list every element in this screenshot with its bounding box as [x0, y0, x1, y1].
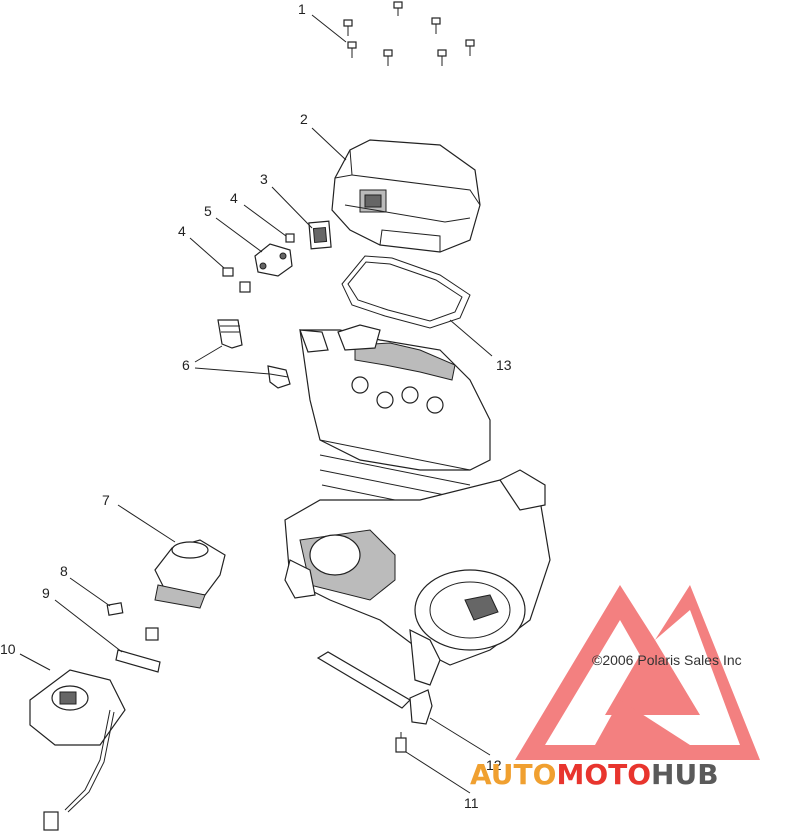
callout-13: 13: [496, 357, 512, 373]
callout-4a: 4: [230, 190, 238, 206]
sensor-upper: [217, 319, 243, 349]
bolt-8: [106, 602, 159, 641]
sensor-lower: [267, 365, 291, 389]
copyright-text: ©2006 Polaris Sales Inc: [592, 652, 742, 668]
bolt-11: [395, 732, 407, 753]
callout-9: 9: [42, 585, 50, 601]
nut: [239, 281, 251, 293]
callout-8: 8: [60, 563, 68, 579]
leader-lines: [19, 14, 493, 794]
watermark-text: AUTOMOTOHUB: [470, 758, 719, 791]
pickup-assembly: [29, 669, 126, 831]
watermark-moto: MOTO: [556, 758, 651, 791]
bolts-group: [343, 1, 475, 66]
callout-3: 3: [260, 171, 268, 187]
callout-6: 6: [182, 357, 190, 373]
callout-10: 10: [0, 641, 16, 657]
cover-plate: [308, 220, 332, 250]
valve-cover: [331, 139, 481, 253]
callouts: 1 2 3 4 5 4 6 7 8 9 10 12 11 13: [0, 1, 512, 811]
callout-11: 11: [464, 795, 479, 811]
small-bolt-4a: [285, 233, 295, 243]
callout-5: 5: [204, 203, 212, 219]
engine-block: [284, 324, 551, 686]
rod-9: [115, 649, 161, 673]
watermark-hub: HUB: [651, 758, 719, 791]
small-bolt-4b: [222, 267, 234, 277]
sensor-bracket: [254, 243, 293, 277]
callout-1: 1: [298, 1, 306, 17]
valve-cover-gasket: [341, 255, 471, 329]
dipstick: [316, 651, 433, 725]
callout-2: 2: [300, 111, 308, 127]
callout-4b: 4: [178, 223, 186, 239]
callout-7: 7: [102, 492, 110, 508]
intake-boot: [154, 539, 226, 609]
watermark-auto: AUTO: [470, 758, 556, 791]
automotohub-logo: [515, 585, 760, 760]
callout-12: 12: [486, 757, 502, 773]
